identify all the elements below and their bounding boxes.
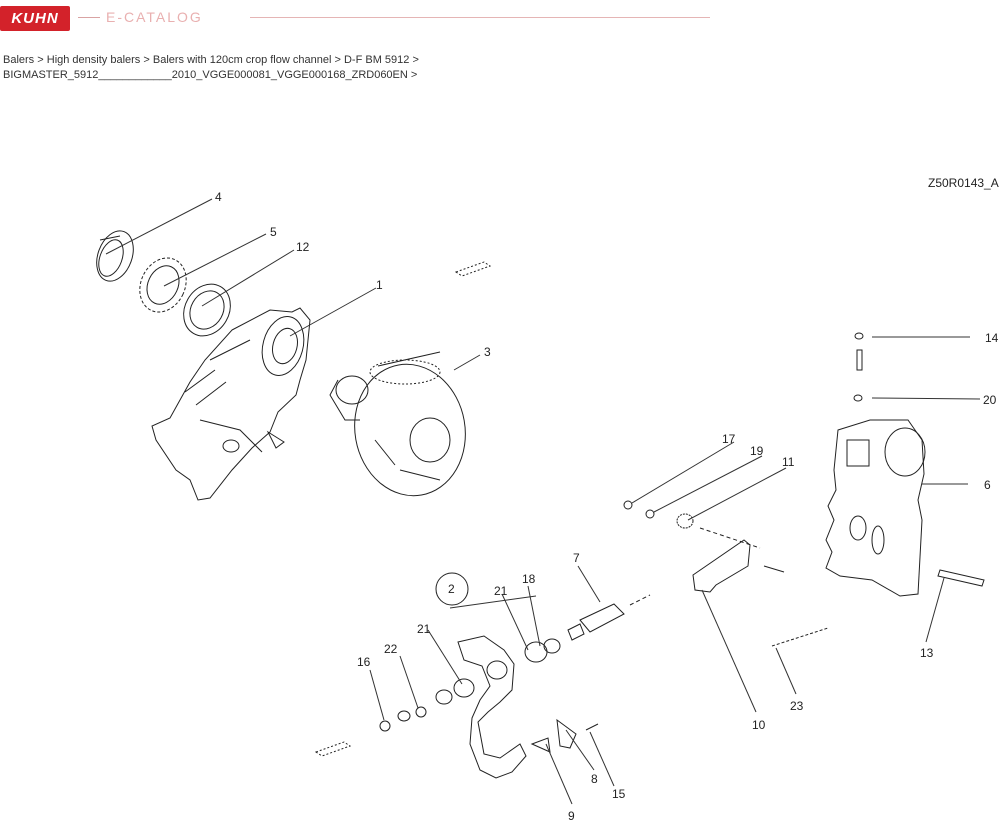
part-clip[interactable] xyxy=(530,718,599,753)
part-seal-ring[interactable] xyxy=(174,276,239,345)
callout-label[interactable]: 19 xyxy=(750,444,764,458)
logo-text: KUHN xyxy=(11,10,59,27)
direction-arrow-icon xyxy=(314,741,352,757)
part-pin-set[interactable] xyxy=(623,500,761,549)
part-lever[interactable] xyxy=(692,539,785,593)
callout-label[interactable]: 22 xyxy=(384,642,398,656)
header-divider-right xyxy=(250,17,710,18)
callout-label[interactable]: 2 xyxy=(448,582,455,596)
part-bushing[interactable] xyxy=(524,638,561,663)
header-divider-left xyxy=(78,17,100,18)
callout-label[interactable]: 12 xyxy=(296,240,310,254)
diagram-reference-code: Z50R0143_A xyxy=(928,176,999,190)
catalog-header: KUHN E-CATALOG xyxy=(0,0,1000,40)
callout-label[interactable]: 7 xyxy=(573,551,580,565)
breadcrumb-separator: > xyxy=(334,54,341,66)
callout-label[interactable]: 14 xyxy=(985,331,999,345)
kuhn-logo[interactable]: KUHN xyxy=(0,6,70,31)
callout-label[interactable]: 9 xyxy=(568,809,575,823)
breadcrumb-item-high-density-balers[interactable]: High density balers xyxy=(46,54,141,66)
callout-label[interactable]: 8 xyxy=(591,772,598,786)
part-arm[interactable] xyxy=(457,635,527,779)
direction-arrow-icon xyxy=(454,261,492,277)
catalog-label: E-CATALOG xyxy=(106,9,203,25)
callout-circle xyxy=(435,572,469,606)
part-pin[interactable] xyxy=(567,594,651,641)
callout-label[interactable]: 10 xyxy=(752,718,766,732)
callout-label[interactable]: 21 xyxy=(417,622,431,636)
breadcrumb-item-crop-flow-channel[interactable]: Balers with 120cm crop flow channel xyxy=(152,54,332,66)
breadcrumb-item-parts-page[interactable]: BIGMASTER_5912____________2010_VGGE00008… xyxy=(3,69,408,81)
breadcrumb: Balers > High density balers > Balers wi… xyxy=(3,53,419,83)
breadcrumb-item-model[interactable]: D-F BM 5912 xyxy=(343,54,410,66)
callout-labels: 4 5 12 1 3 14 20 17 19 11 6 7 18 2 21 21… xyxy=(215,190,999,823)
breadcrumb-separator: > xyxy=(412,54,419,66)
callout-label[interactable]: 21 xyxy=(494,584,508,598)
part-bolt-small[interactable] xyxy=(853,332,864,402)
callout-label[interactable]: 5 xyxy=(270,225,277,239)
part-drive-gear[interactable] xyxy=(329,351,476,505)
breadcrumb-separator: > xyxy=(410,69,418,81)
breadcrumb-separator: > xyxy=(143,54,150,66)
callout-label[interactable]: 20 xyxy=(983,393,997,407)
part-lock-washer[interactable] xyxy=(131,250,195,319)
breadcrumb-item-balers[interactable]: Balers xyxy=(3,54,35,66)
part-long-bolt[interactable] xyxy=(771,569,985,647)
callout-label[interactable]: 1 xyxy=(376,278,383,292)
callout-label[interactable]: 18 xyxy=(522,572,536,586)
part-washers[interactable] xyxy=(379,678,475,732)
callout-label[interactable]: 16 xyxy=(357,655,371,669)
breadcrumb-separator: > xyxy=(37,54,44,66)
callout-label[interactable]: 3 xyxy=(484,345,491,359)
callout-label[interactable]: 13 xyxy=(920,646,934,660)
part-gearbox-housing[interactable] xyxy=(151,307,311,501)
callout-label[interactable]: 11 xyxy=(782,455,795,469)
callout-label[interactable]: 17 xyxy=(722,432,736,446)
part-bracket[interactable] xyxy=(825,419,926,597)
callout-label[interactable]: 15 xyxy=(612,787,626,801)
callout-label[interactable]: 23 xyxy=(790,699,804,713)
callout-label[interactable]: 4 xyxy=(215,190,222,204)
callout-label[interactable]: 6 xyxy=(984,478,991,492)
callout-leader-lines xyxy=(105,198,981,805)
part-cap[interactable] xyxy=(90,226,140,286)
